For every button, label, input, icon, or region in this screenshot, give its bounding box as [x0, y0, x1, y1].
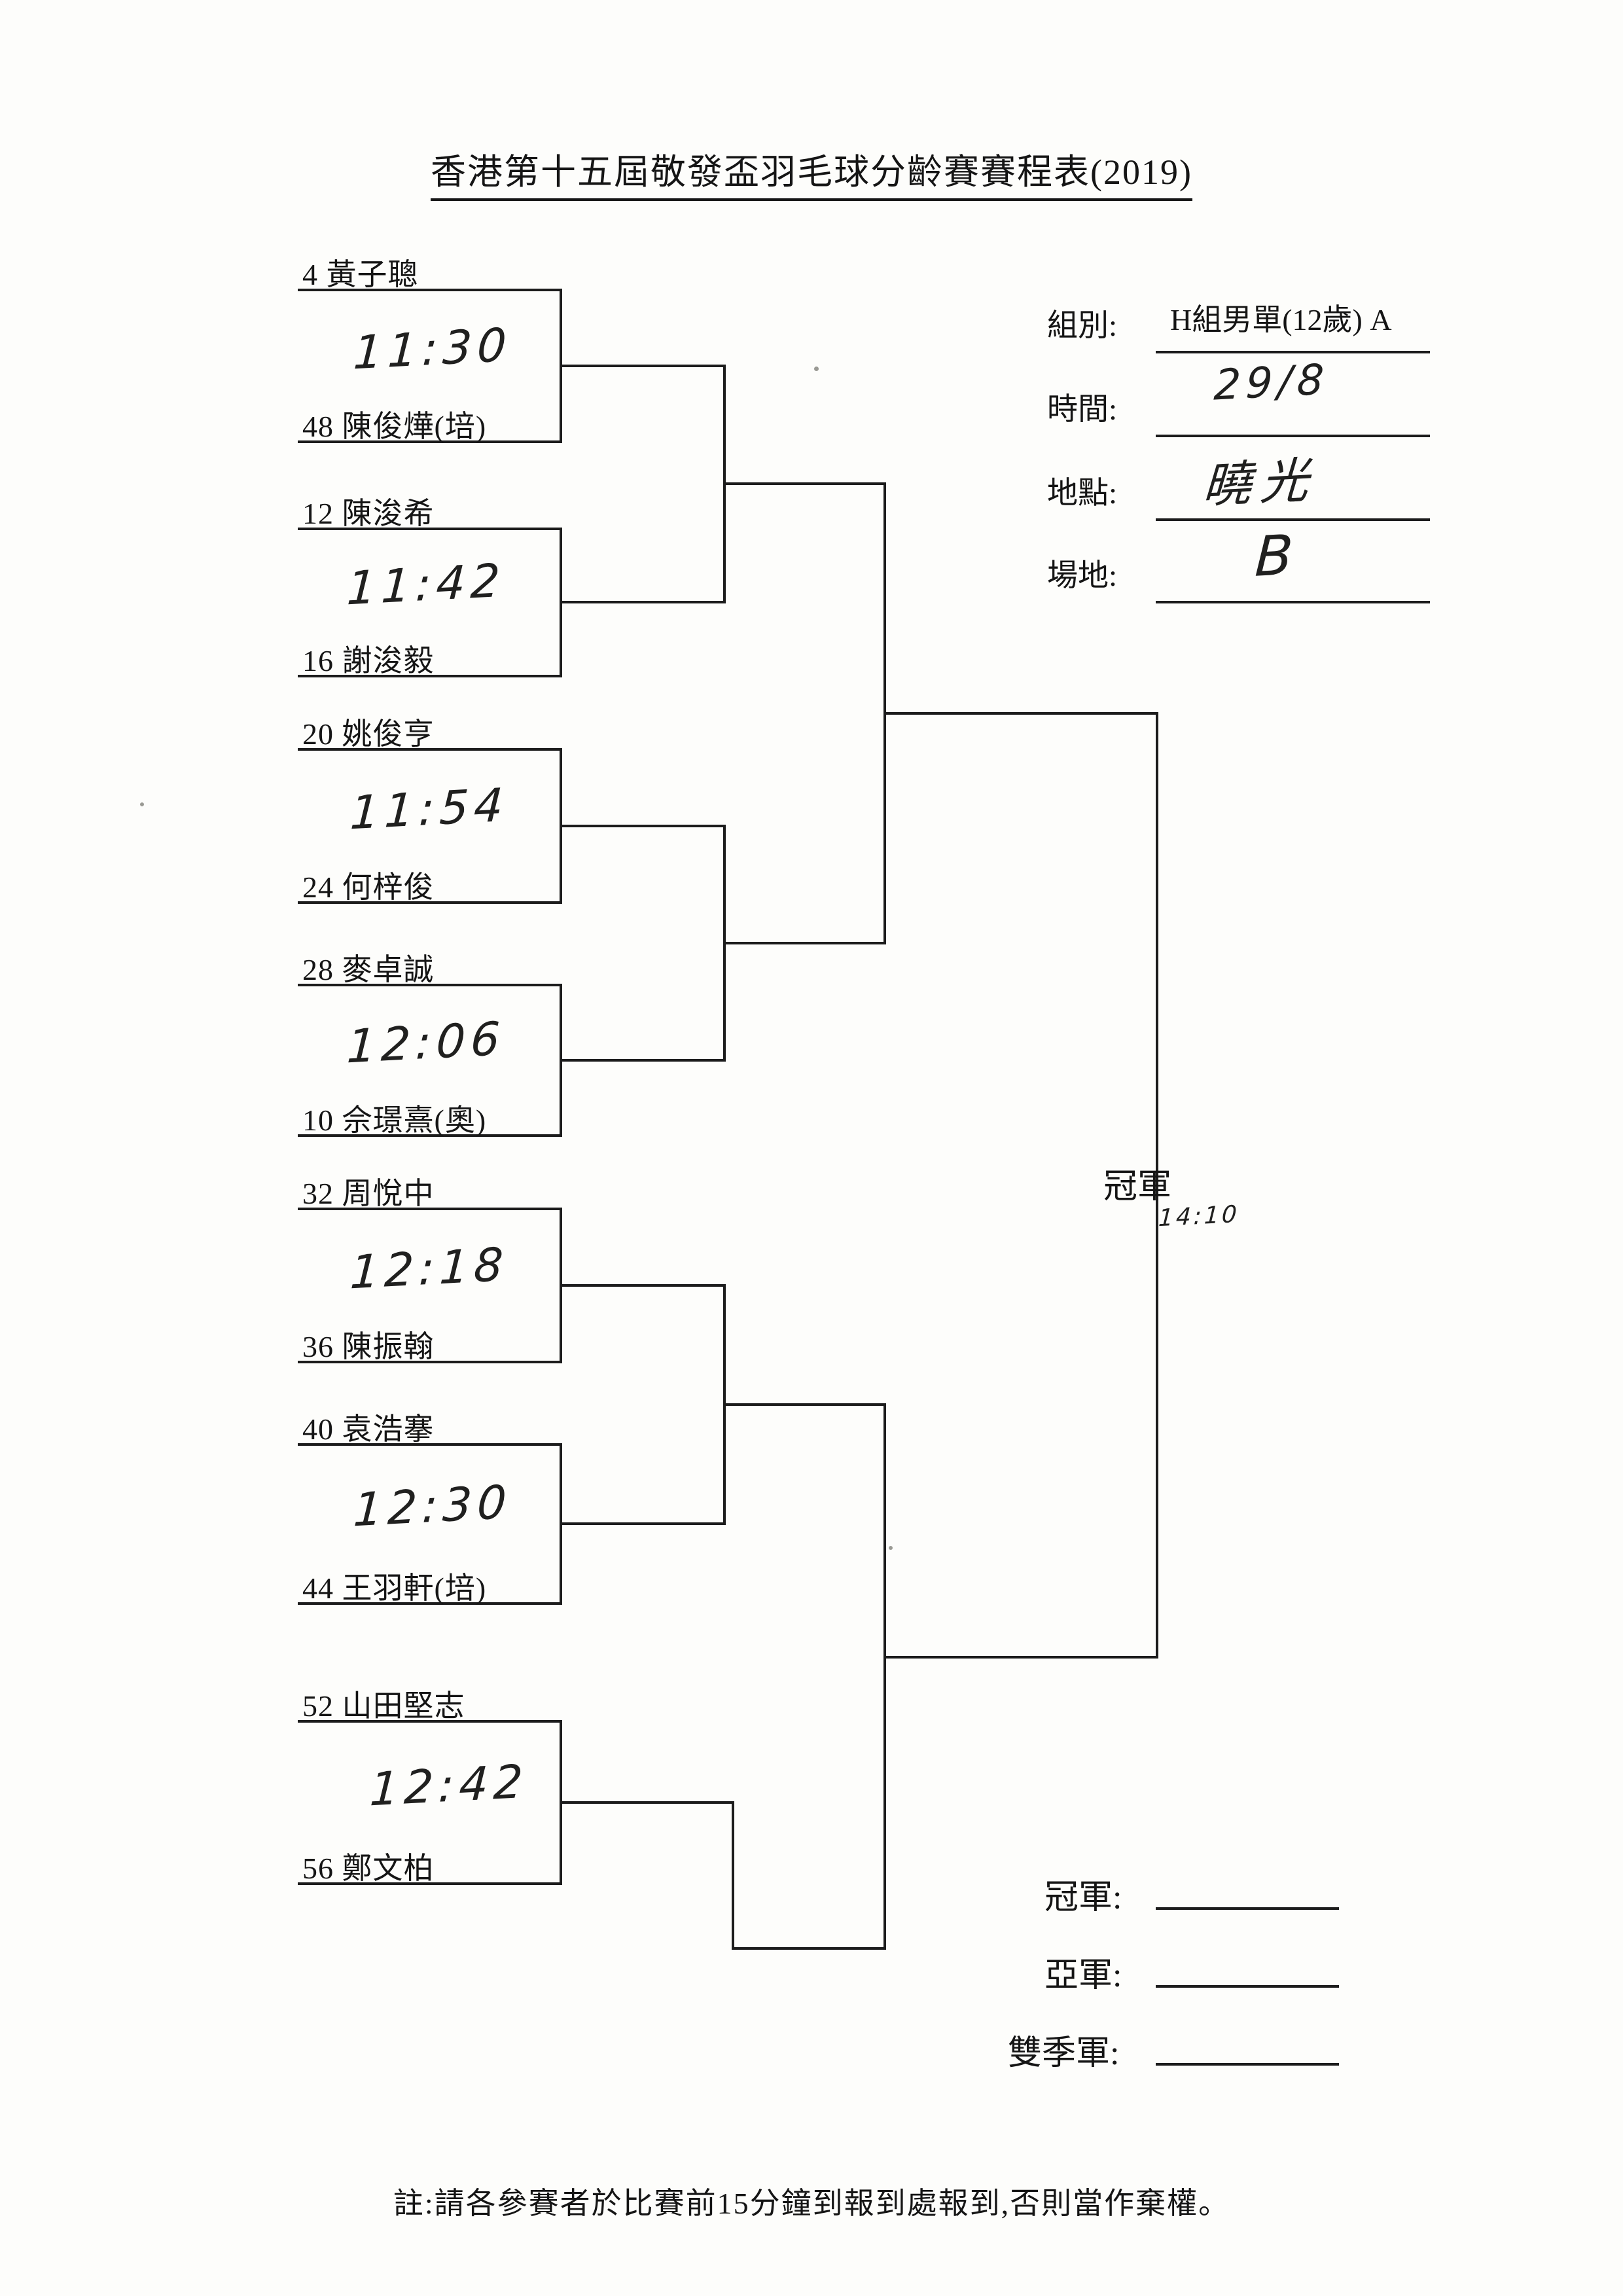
bracket-line: [298, 748, 561, 751]
bracket-line: [298, 289, 561, 291]
bracket-line: [1156, 712, 1158, 1659]
result-underline: [1156, 1907, 1339, 1910]
bracket-line: [560, 601, 726, 603]
bracket-line: [298, 1361, 561, 1363]
match-3-player-top: 20 姚俊亨: [302, 717, 435, 751]
bracket-line: [560, 1522, 726, 1525]
match-6-time: 12:30: [352, 1475, 513, 1537]
footer-note: 註:請各參賽者於比賽前15分鐘到報到處報到,否則當作棄權。: [393, 2187, 1230, 2220]
match-2-time: 11:42: [346, 553, 507, 616]
match-7-player-bottom: 56 鄭文柏: [302, 1852, 435, 1885]
match-2-player-top: 12 陳浚希: [302, 497, 435, 530]
bracket-line: [298, 1134, 561, 1137]
venue-value-handwritten: 曉光: [1201, 452, 1319, 514]
match-5-time: 12:18: [349, 1237, 510, 1300]
match-4-player-bottom: 10 佘璟熹(奧): [302, 1103, 487, 1137]
info-underline: [1156, 601, 1430, 603]
bracket-line: [560, 1284, 726, 1287]
bracket-line: [883, 1656, 1158, 1659]
bracket-line: [732, 1801, 734, 1950]
match-1-time: 11:30: [352, 317, 513, 380]
scan-speck: [889, 1546, 893, 1550]
result-underline: [1156, 1985, 1339, 1988]
match-5-player-bottom: 36 陳振翰: [302, 1330, 435, 1363]
match-2-player-bottom: 16 謝浚毅: [302, 644, 435, 677]
match-5-player-top: 32 周悅中: [302, 1177, 435, 1210]
bracket-line: [560, 1801, 734, 1804]
result-runner-up-label: 亞軍:: [1044, 1957, 1122, 1994]
bracket-line: [560, 825, 726, 827]
bracket-line: [883, 1403, 886, 1950]
match-4-player-top: 28 麥卓誠: [302, 953, 435, 986]
court-value-handwritten: B: [1253, 522, 1300, 589]
final-time-handwritten: 14:10: [1158, 1200, 1240, 1232]
bracket-line: [883, 712, 1158, 715]
scan-speck: [140, 802, 144, 806]
bracket-line: [298, 528, 561, 530]
info-underline: [1156, 351, 1430, 353]
match-6-player-bottom: 44 王羽軒(培): [302, 1571, 487, 1605]
info-underline: [1156, 435, 1430, 437]
match-6-player-top: 40 袁浩搴: [302, 1412, 435, 1446]
info-underline: [1156, 518, 1430, 521]
bracket-line: [560, 365, 726, 367]
bracket-line: [298, 1443, 561, 1446]
result-underline: [1156, 2063, 1339, 2066]
bracket-line: [732, 1947, 886, 1950]
bracket-line: [298, 1720, 561, 1723]
group-label: 組別:: [1047, 309, 1118, 343]
match-1-player-bottom: 48 陳俊燁(培): [302, 410, 487, 443]
bracket-line: [723, 942, 886, 944]
court-label: 場地:: [1047, 559, 1118, 593]
match-3-time: 11:54: [349, 778, 510, 840]
match-3-player-bottom: 24 何梓俊: [302, 870, 435, 904]
time-value-handwritten: 29/8: [1213, 355, 1330, 410]
bracket-line: [298, 901, 561, 904]
match-1-player-top: 4 黃子聰: [302, 258, 419, 291]
scan-speck: [814, 367, 819, 371]
bracket-line: [298, 984, 561, 986]
result-champion-label: 冠軍:: [1044, 1879, 1122, 1916]
bracket-line: [298, 1208, 561, 1210]
match-7-player-top: 52 山田堅志: [302, 1689, 465, 1723]
bracket-line: [723, 1403, 886, 1406]
match-4-time: 12:06: [346, 1011, 507, 1074]
venue-label: 地點:: [1047, 476, 1118, 511]
page-title: 香港第十五屆敬發盃羽毛球分齡賽賽程表(2019): [431, 143, 1192, 201]
bracket-line: [298, 440, 561, 443]
bracket-line: [298, 675, 561, 677]
bracket-line: [298, 1882, 561, 1885]
bracket-line: [560, 1059, 726, 1062]
bracket-line: [298, 1602, 561, 1605]
result-third-label: 雙季軍:: [1008, 2035, 1120, 2072]
bracket-line: [723, 482, 886, 485]
time-label: 時間:: [1047, 393, 1118, 427]
champion-label: 冠軍: [1103, 1168, 1172, 1206]
match-7-time: 12:42: [368, 1754, 529, 1817]
group-value: H組男單(12歲) A: [1170, 303, 1392, 336]
